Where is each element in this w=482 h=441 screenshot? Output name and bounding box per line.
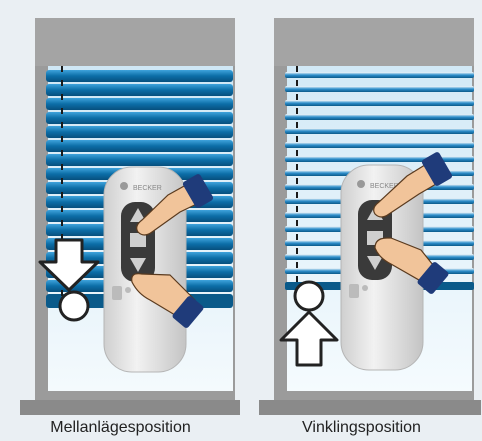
panel-tilt-position: BECKER Vinklingsposition (241, 0, 482, 441)
blind-head-box (274, 18, 474, 66)
caption-tilt: Vinklingsposition (241, 419, 482, 437)
window-sill (20, 400, 240, 415)
blind-illustration-tilt: BECKER (241, 0, 482, 441)
blind-head-box (35, 18, 235, 66)
svg-text:BECKER: BECKER (133, 185, 162, 192)
window-sill (259, 400, 481, 415)
blind-illustration-intermediate: BECKER (0, 0, 241, 441)
circle-marker-icon (295, 282, 323, 310)
panel-intermediate-position: BECKER Mellanlägesposition (0, 0, 241, 441)
circle-marker-icon (60, 292, 88, 320)
caption-intermediate: Mellanlägesposition (0, 419, 241, 437)
